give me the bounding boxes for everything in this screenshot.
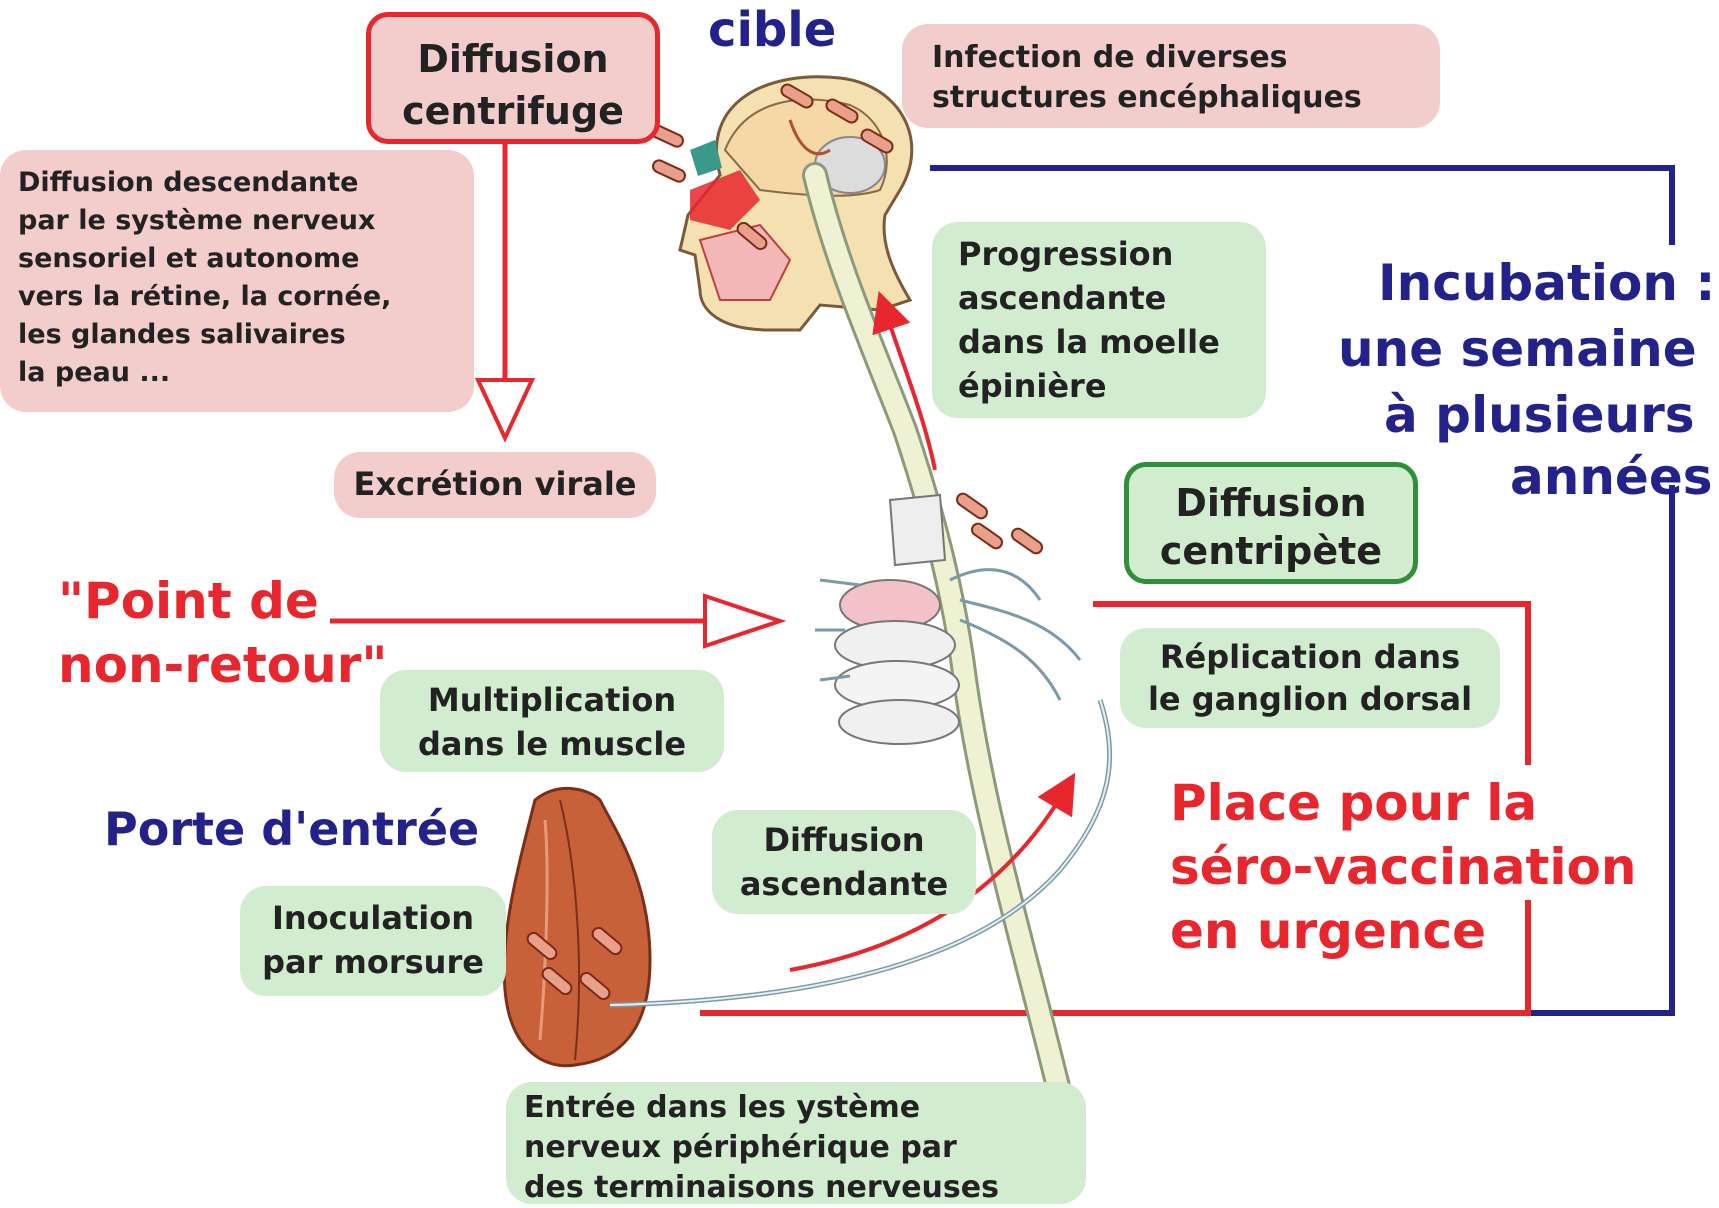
vertebra-ganglion-icon — [815, 493, 1082, 745]
multiplication-line-2: dans le muscle — [417, 725, 687, 763]
descendante-line-5: les glandes salivaires — [18, 319, 346, 350]
cible-label: cible — [708, 2, 837, 58]
inoculation-box: Inoculation par morsure — [240, 886, 506, 996]
replication-line-2: le ganglion dorsal — [1147, 680, 1473, 718]
entree-snp-box: Entrée dans les ystème nerveux périphéri… — [506, 1082, 1086, 1205]
sero-vaccination-bracket — [700, 601, 1531, 1016]
incubation-line-4: années — [1510, 448, 1713, 506]
incubation-line-1: Incubation : — [1378, 254, 1716, 312]
inoculation-line-1: Inoculation — [271, 899, 474, 937]
diffusion-ascendante-box: Diffusion ascendante — [712, 810, 976, 914]
diffusion-centripete-line-2: centripète — [1159, 529, 1383, 573]
entree-snp-line-3: des terminaisons nerveuses — [524, 1170, 999, 1205]
incubation-line-3: à plusieurs — [1384, 386, 1695, 444]
progression-line-3: dans la moelle — [958, 323, 1220, 361]
porte-entree-label: Porte d'entrée — [104, 802, 480, 856]
progression-line-4: épinière — [958, 367, 1107, 405]
infection-line-2: structures encéphaliques — [932, 80, 1362, 115]
replication-line-1: Réplication dans — [1159, 638, 1461, 676]
replication-box: Réplication dans le ganglion dorsal — [1120, 628, 1500, 728]
descendante-line-6: la peau ... — [18, 357, 171, 388]
multiplication-line-1: Multiplication — [427, 681, 677, 719]
entree-snp-line-2: nerveux périphérique par — [524, 1130, 957, 1165]
descendante-line-4: vers la rétine, la cornée, — [18, 281, 392, 312]
ascending-progression-arrow — [872, 291, 937, 471]
progression-box: Progression ascendante dans la moelle ép… — [932, 222, 1266, 418]
diffusion-ascendante-line-2: ascendante — [739, 865, 949, 903]
excretion-virale-box: Excrétion virale — [334, 452, 656, 518]
diffusion-descendante-box: Diffusion descendante par le système ner… — [0, 150, 474, 412]
place-sero-line-1: Place pour la — [1170, 774, 1538, 832]
virus-particle-icon — [526, 83, 1044, 1001]
point-non-retour-line-2: non-retour" — [58, 636, 388, 694]
multiplication-box: Multiplication dans le muscle — [380, 670, 724, 772]
progression-line-2: ascendante — [958, 279, 1167, 317]
diffusion-centrifuge-line-1: Diffusion — [417, 37, 609, 81]
diffusion-centripete-line-1: Diffusion — [1175, 481, 1367, 525]
diffusion-centrifuge-line-2: centrifuge — [402, 89, 624, 133]
diffusion-ascendante-line-1: Diffusion — [763, 821, 925, 859]
descendante-line-3: sensoriel et autonome — [18, 243, 360, 274]
inoculation-line-2: par morsure — [262, 943, 484, 981]
incubation-line-2: une semaine — [1338, 320, 1697, 378]
head-illustration-icon — [678, 75, 914, 332]
descendante-line-1: Diffusion descendante — [18, 167, 359, 198]
descendante-line-2: par le système nerveux — [18, 205, 376, 236]
excretion-virale-label: Excrétion virale — [353, 465, 637, 503]
diffusion-centrifuge-box: Diffusion centrifuge — [366, 12, 660, 144]
diffusion-centripete-box: Diffusion centripète — [1124, 462, 1418, 584]
place-sero-line-3: en urgence — [1170, 902, 1487, 960]
place-sero-line-2: séro-vaccination — [1170, 838, 1637, 896]
incubation-bracket — [930, 165, 1675, 1016]
point-non-retour-line-1: "Point de — [58, 572, 319, 630]
infection-box: Infection de diverses structures encépha… — [902, 24, 1440, 128]
progression-line-1: Progression — [958, 235, 1174, 273]
entree-snp-line-1: Entrée dans les ystème — [524, 1090, 921, 1125]
muscle-icon — [502, 786, 652, 1068]
infection-line-1: Infection de diverses — [932, 40, 1288, 75]
